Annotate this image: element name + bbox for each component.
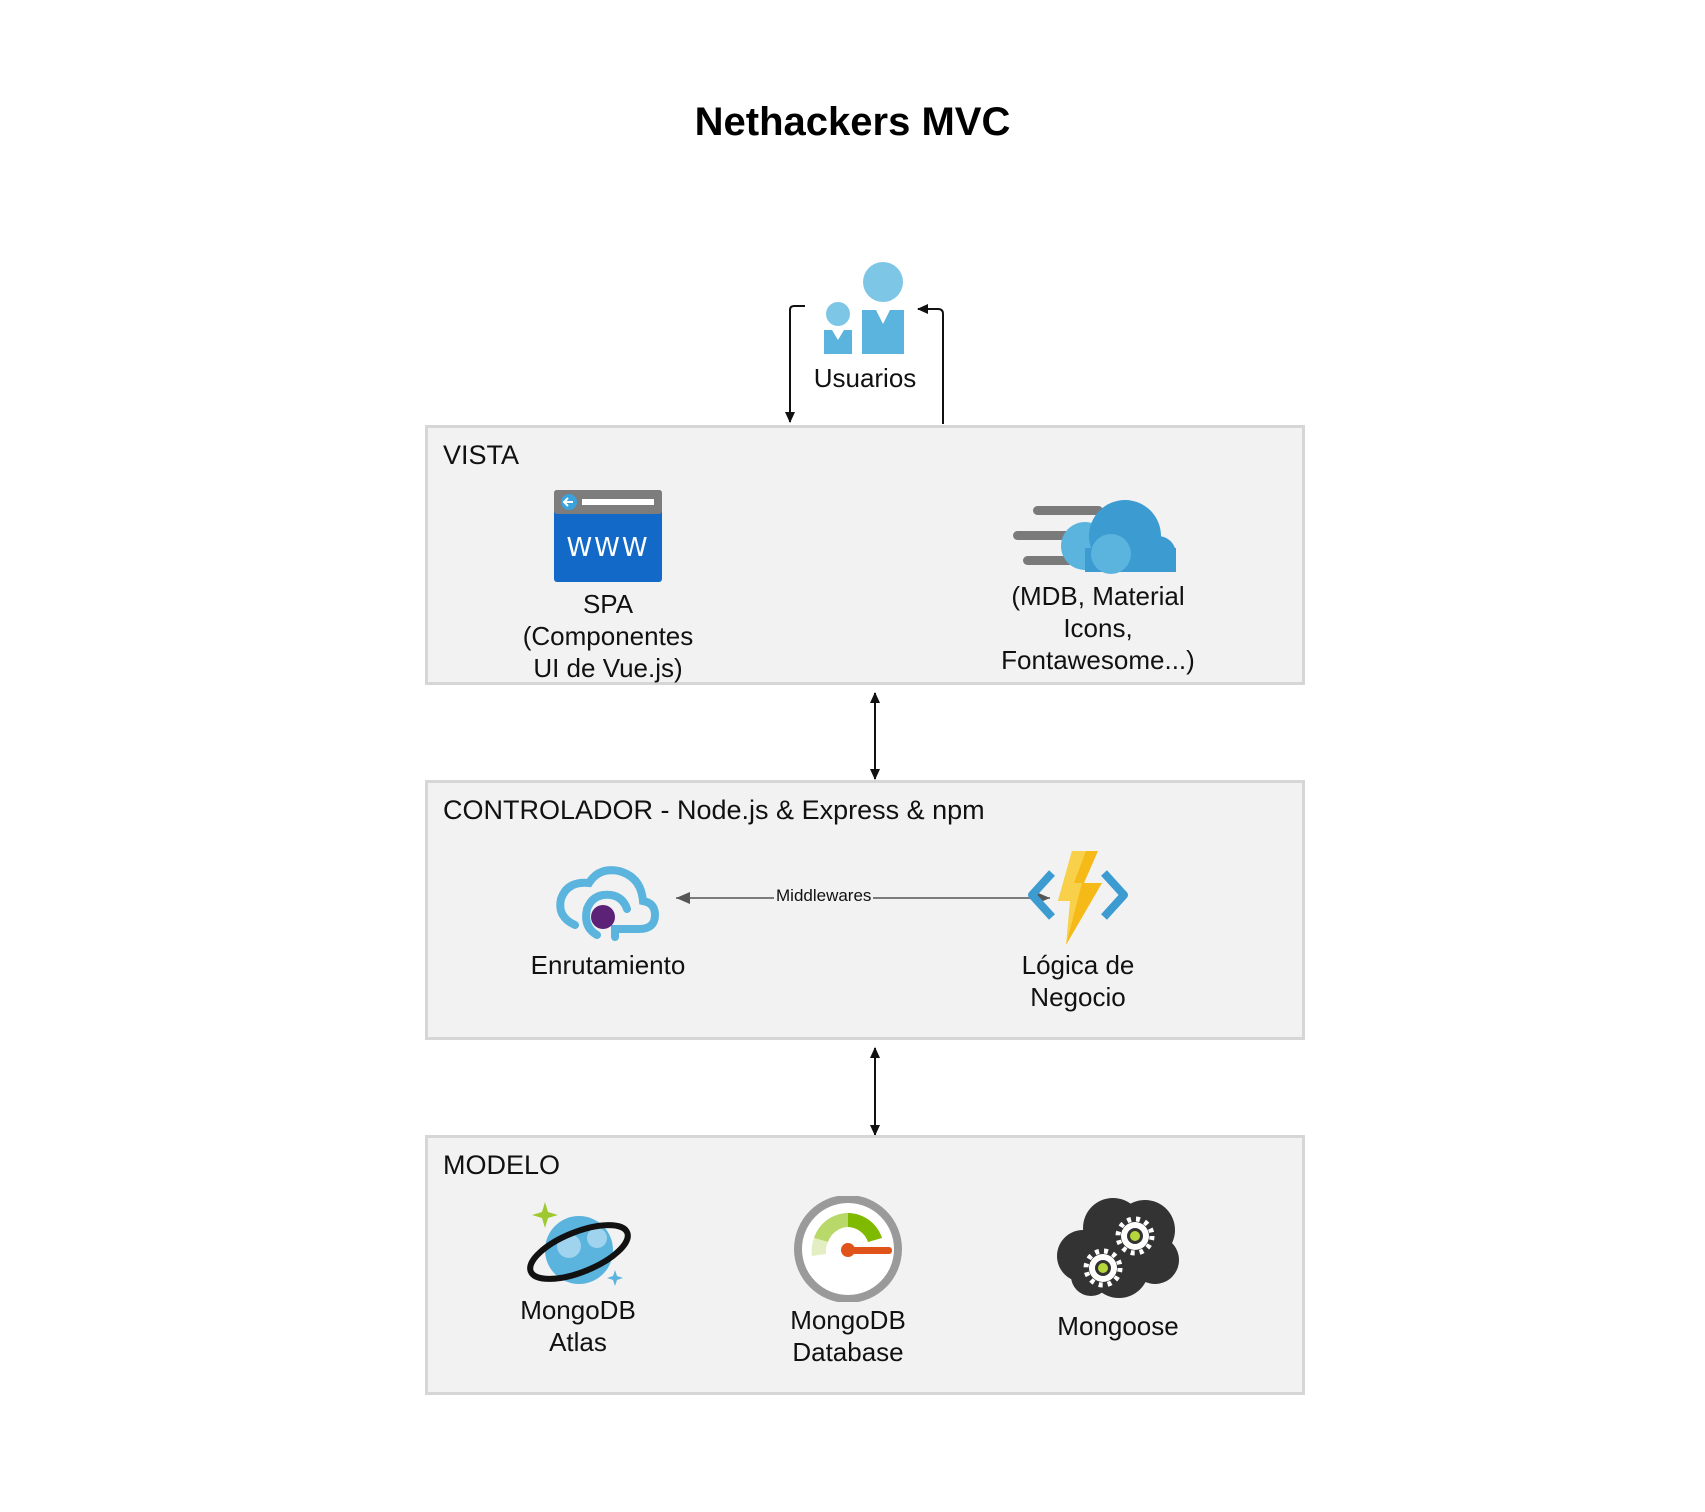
vista-layer: VISTA WWW SPA (Componentes UI de Vue.js)… [425, 425, 1305, 685]
logic-node: Lógica de Negocio [978, 849, 1178, 1013]
vista-to-users-connector [917, 304, 944, 424]
routing-label: Enrutamiento [530, 950, 686, 980]
modelo-title: MODELO [443, 1150, 561, 1180]
database-label: MongoDB Database [790, 1305, 906, 1367]
controlador-title: CONTROLADOR - Node.js & Express & npm [443, 795, 985, 825]
svg-text:WWW: WWW [566, 533, 649, 563]
spa-label: SPA (Componentes UI de Vue.js) [522, 589, 694, 683]
middlewares-label: Middlewares [774, 886, 874, 906]
users-to-vista-connector [785, 305, 805, 423]
users-icon [824, 262, 904, 354]
modelo-layer: MODELO MongoDB Atlas MongoDB Database [425, 1135, 1305, 1395]
diagram-title: Nethackers MVC [694, 100, 1011, 144]
small-gear [1083, 1248, 1123, 1288]
libs-label: (MDB, Material Icons, Fontawesome...) [1001, 581, 1195, 675]
libs-node: (MDB, Material Icons, Fontawesome...) [988, 498, 1208, 676]
vista-title: VISTA [443, 440, 520, 470]
atlas-node: MongoDB Atlas [488, 1200, 668, 1358]
atlas-label: MongoDB Atlas [520, 1295, 636, 1357]
function-bolt-icon [1028, 851, 1128, 945]
cloud-routing-icon [556, 866, 660, 941]
logic-label: Lógica de Negocio [1021, 950, 1135, 1012]
users-node: Usuarios [790, 262, 940, 394]
fast-cloud-icon [1013, 500, 1176, 574]
controlador-layer: CONTROLADOR - Node.js & Express & npm Mi… [425, 780, 1305, 1040]
mongoose-node: Mongoose [1028, 1196, 1208, 1342]
planet-icon [527, 1202, 631, 1286]
cloud-gears-icon [1057, 1198, 1179, 1298]
spa-node: WWW SPA (Componentes UI de Vue.js) [513, 490, 703, 684]
users-label: Usuarios [813, 363, 917, 393]
database-node: MongoDB Database [748, 1196, 948, 1368]
mongoose-label: Mongoose [1057, 1311, 1179, 1341]
gauge-icon [794, 1196, 902, 1302]
routing-node: Enrutamiento [523, 853, 693, 981]
web-browser-www-icon: WWW [554, 490, 662, 582]
large-gear [1115, 1216, 1155, 1256]
